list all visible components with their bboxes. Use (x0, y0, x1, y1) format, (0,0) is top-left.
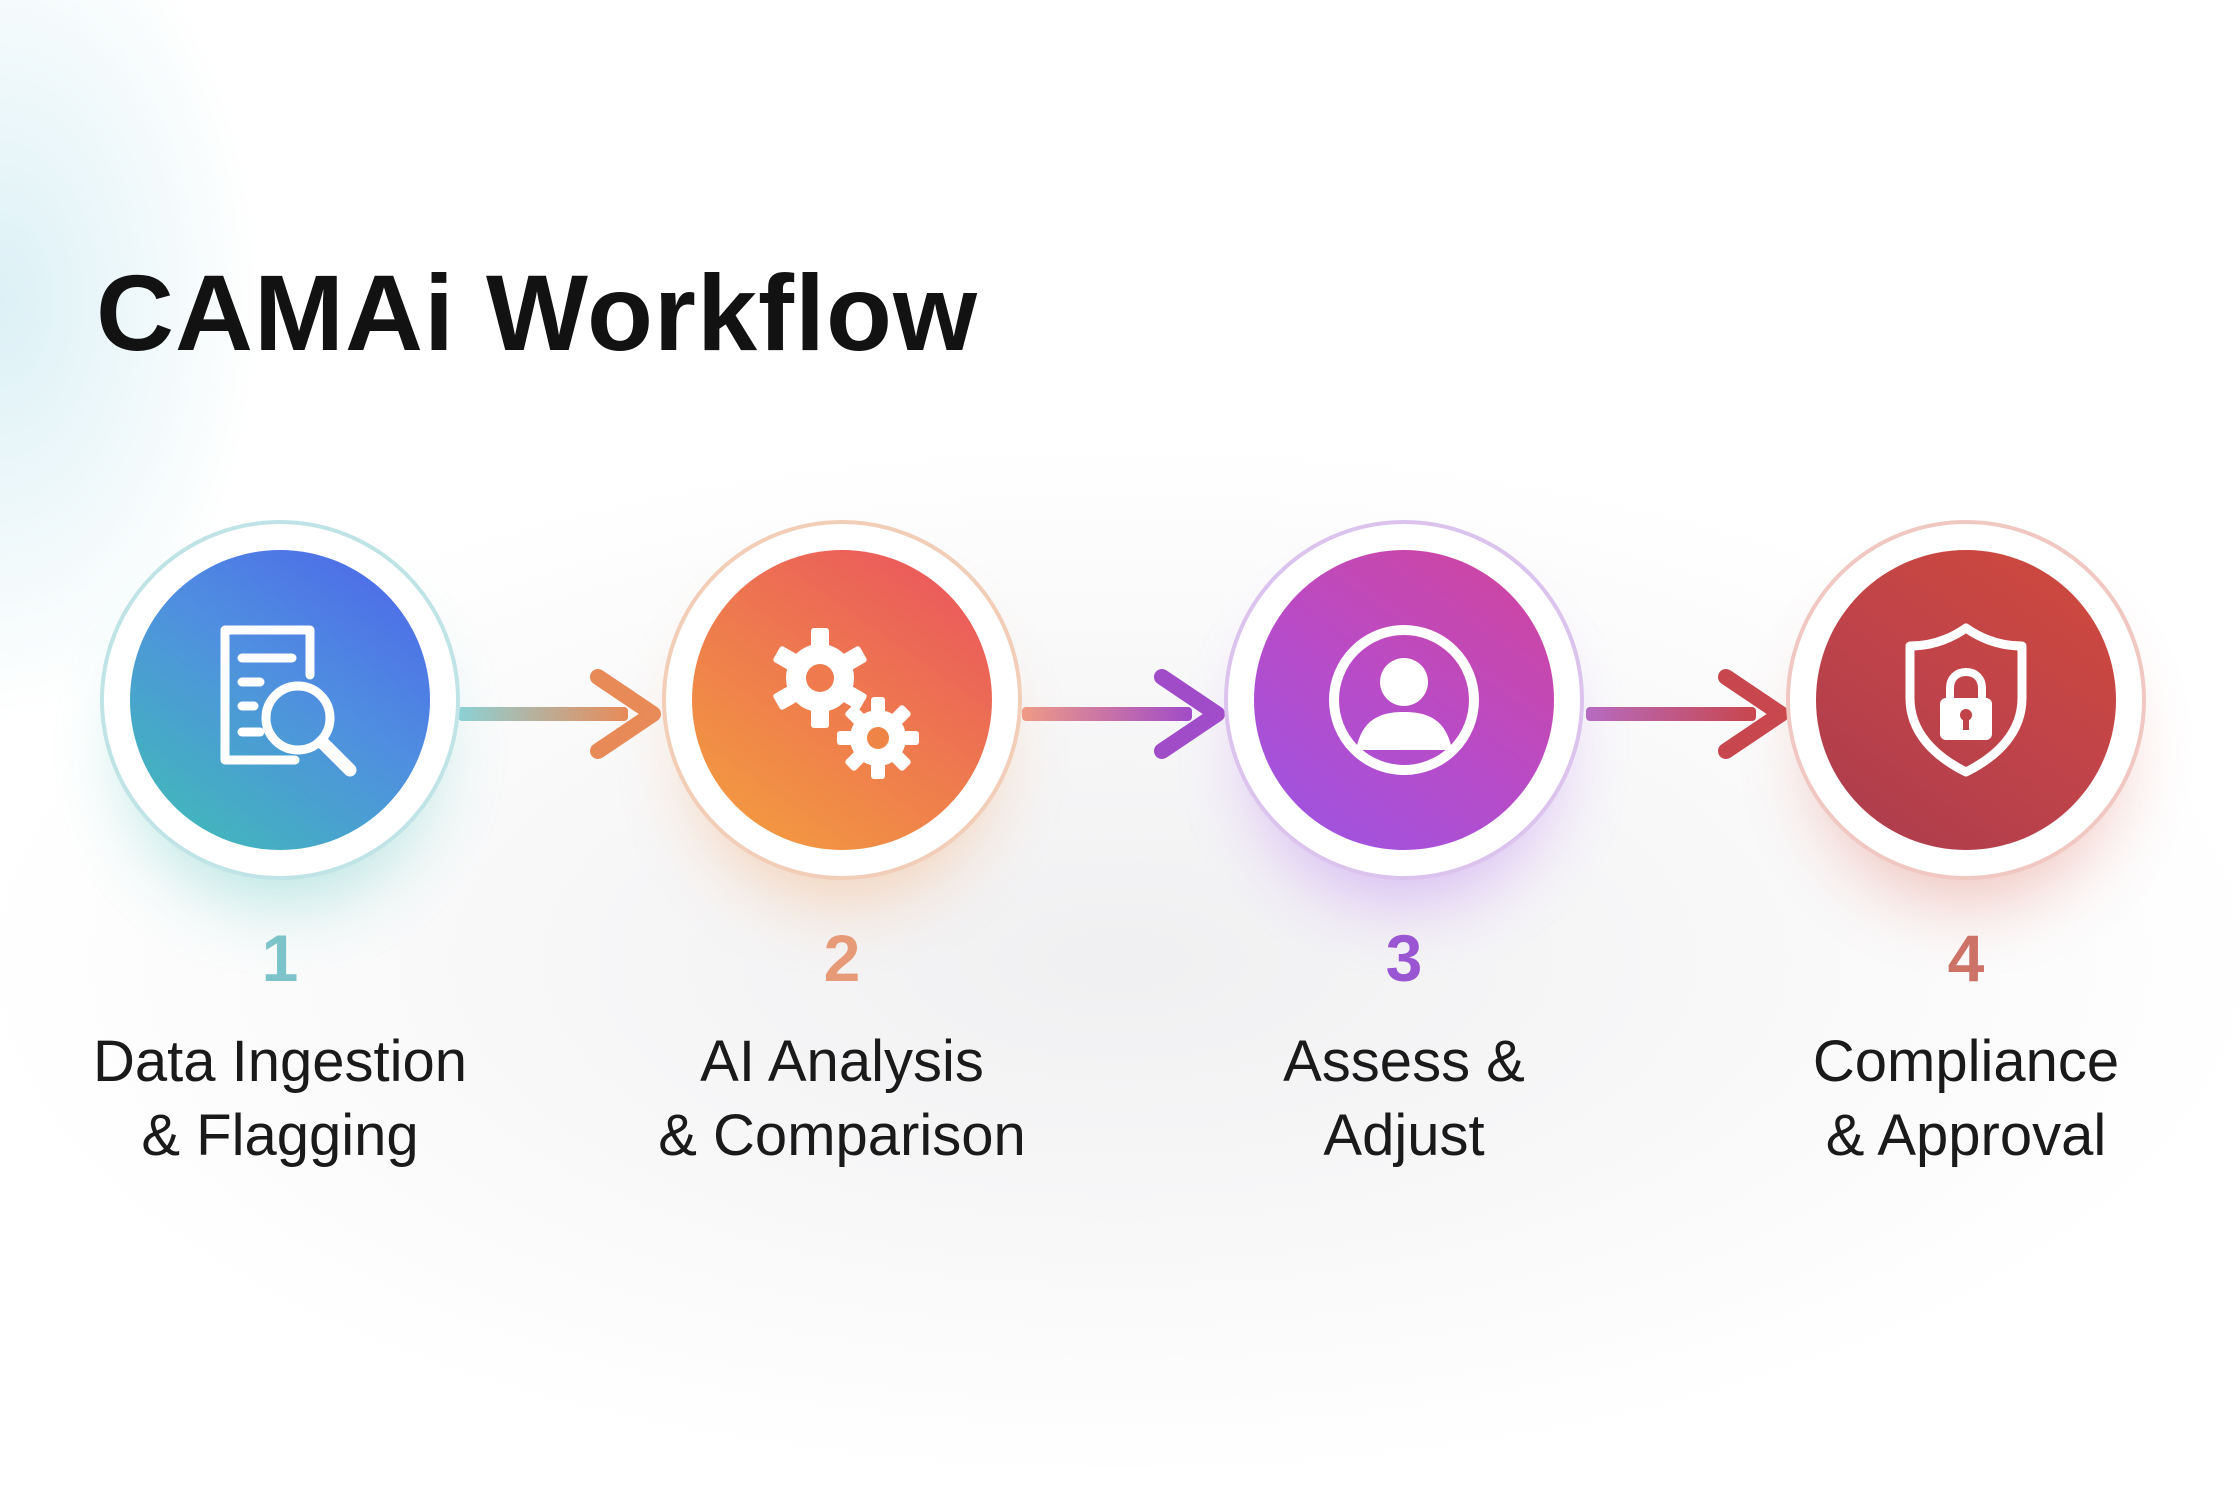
step-3: 3 Assess & Adjust (1214, 520, 1594, 1200)
arrow-2-to-3 (1022, 669, 1225, 759)
step-label-line1: Compliance (1812, 1029, 2120, 1094)
step-label-line2: Adjust (1323, 1103, 1485, 1168)
page-title: CAMAi Workflow (96, 252, 978, 373)
step-1: 1 Data Ingestion & Flagging (90, 520, 470, 1200)
step-label-line1: Assess & (1283, 1029, 1525, 1094)
step-label-line2: & Comparison (658, 1103, 1026, 1168)
step-label: Assess & Adjust (1194, 1025, 1614, 1173)
step-label: AI Analysis & Comparison (632, 1025, 1052, 1173)
step-number: 1 (261, 921, 299, 995)
document-search-icon (220, 625, 357, 777)
step-2: 2 AI Analysis & Comparison (652, 520, 1032, 1200)
step-number: 3 (1385, 921, 1423, 995)
step-label: Data Ingestion & Flagging (70, 1025, 490, 1173)
step-4: 4 Compliance & Approval (1776, 520, 2156, 1200)
shield-lock-icon (1905, 623, 2027, 777)
step-label-line2: & Approval (1825, 1103, 2107, 1168)
gears-icon (773, 628, 919, 779)
user-icon (1329, 625, 1479, 775)
arrow-3-to-4 (1586, 669, 1789, 759)
step-number: 4 (1947, 921, 1985, 995)
step-label-line1: AI Analysis (700, 1029, 984, 1094)
step-number: 2 (823, 921, 861, 995)
step-label: Compliance & Approval (1756, 1025, 2176, 1173)
step-disc (130, 550, 430, 850)
arrow-1-to-2 (458, 669, 661, 759)
step-label-line1: Data Ingestion (92, 1029, 468, 1094)
step-label-line2: & Flagging (141, 1103, 419, 1168)
